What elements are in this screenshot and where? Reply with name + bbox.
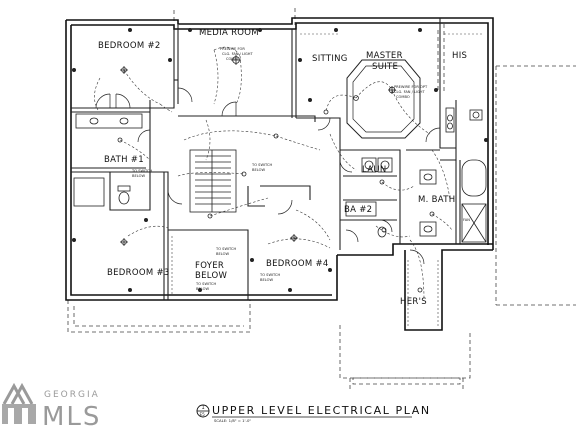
mls-logo-base (2, 404, 36, 424)
ceiling-light-symbols (117, 55, 435, 293)
electrical-notes: PREWIRE FOR CLG. FAN / LIGHT COMBO PREWI… (131, 47, 470, 291)
label-bedroom-4: BEDROOM #4 (266, 259, 329, 269)
note-prewire-master-2: CLG. FAN / LIGHT (394, 90, 426, 94)
title-block: 1 E5 UPPER LEVEL ELECTRICAL PLAN SCALE: … (196, 404, 431, 423)
label-laun: LAUN (362, 165, 387, 175)
master-tray-ceiling (346, 59, 421, 139)
scale-note: SCALE: 1/8" = 1'-0" (214, 418, 251, 423)
note-to-switch-a: TO SWITCH (251, 163, 273, 167)
note-to-switch-j: BELOW (196, 287, 209, 291)
note-to-switch-c: TO SWITCH (131, 169, 153, 173)
label-foyer-line1: FOYER (195, 261, 224, 271)
note-prewire-media-1: PREWIRE FOR (220, 47, 245, 51)
room-labels: BEDROOM #2 MEDIA ROOM SITTING MASTER SUI… (98, 28, 467, 307)
note-to-switch-d: BELOW (132, 174, 145, 178)
outlet-symbols (72, 27, 488, 292)
label-bedroom-3: BEDROOM #3 (107, 268, 170, 278)
label-ba-2: BA #2 (344, 205, 372, 215)
note-to-switch-f: BELOW (216, 252, 229, 256)
mls-logo-mark (2, 382, 34, 405)
label-foyer-line2: BELOW (195, 271, 228, 281)
closet-shelves (171, 33, 484, 326)
label-m-bath: M. BATH (418, 195, 455, 205)
roof-outline-dashed (67, 8, 576, 390)
watermark-mls: MLS (42, 402, 101, 432)
label-media-room: MEDIA ROOM (199, 28, 259, 38)
fixtures (73, 107, 487, 243)
note-prewire-media-3: COMBO (226, 57, 240, 61)
wiring-runs (94, 46, 453, 301)
label-master-line2: SUITE (372, 62, 398, 72)
label-bath-1: BATH #1 (104, 155, 144, 165)
label-master-line1: MASTER (366, 51, 403, 61)
note-to-switch-g: TO SWITCH (259, 273, 281, 277)
note-to-switch-i: TO SWITCH (195, 282, 217, 286)
plan-title: UPPER LEVEL ELECTRICAL PLAN (212, 404, 431, 417)
watermark-georgia: GEORGIA (44, 390, 100, 400)
note-fan: FAN (463, 218, 470, 222)
note-prewire-master-1: PREWIRE FOR OPT (394, 85, 428, 89)
label-hers: HER'S (400, 297, 427, 307)
note-prewire-master-3: COMBO (396, 95, 410, 99)
interior-walls (71, 18, 461, 300)
note-to-switch-b: BELOW (252, 168, 265, 172)
note-prewire-media-2: CLG. FAN / LIGHT (222, 52, 254, 56)
door-swings (95, 87, 441, 265)
georgia-mls-watermark: GEORGIA MLS (2, 382, 101, 432)
title-marker-bottom: E5 (200, 412, 206, 417)
note-to-switch-h: BELOW (260, 278, 273, 282)
note-to-switch-e: TO SWITCH (215, 247, 237, 251)
label-bedroom-2: BEDROOM #2 (98, 41, 161, 51)
label-his: HIS (452, 51, 467, 61)
master-tray-inner (352, 65, 415, 133)
label-sitting: SITTING (312, 54, 348, 64)
stair (189, 149, 237, 213)
title-marker-top: 1 (202, 405, 205, 411)
